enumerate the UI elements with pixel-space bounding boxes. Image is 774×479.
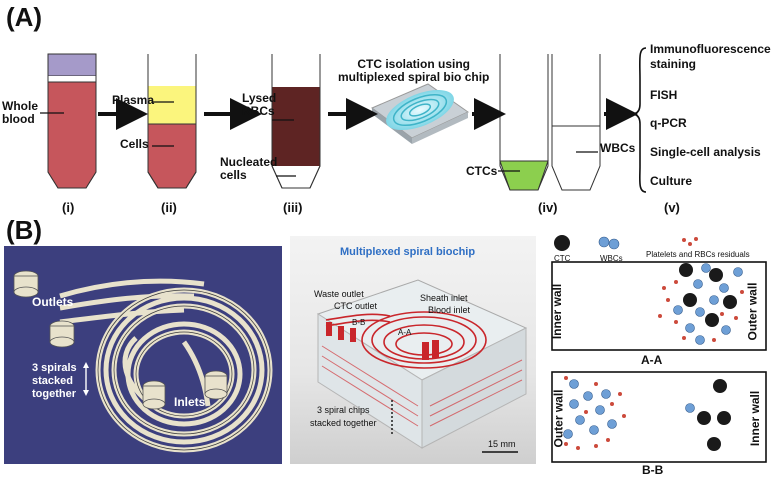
step-iii: (iii): [283, 200, 303, 215]
tube-ctcs: [499, 54, 549, 191]
panel-a-label: (A): [6, 2, 43, 32]
outlets-label: Outlets: [32, 295, 74, 309]
lysed-rbcs-label: Lysed RBCs: [242, 91, 277, 118]
legend-platelets: Platelets and RBCs residuals: [646, 250, 750, 259]
spiral-chip-icon: [371, 83, 469, 144]
step-iv: (iv): [538, 200, 558, 215]
bb-outer-wall: Outer wall: [551, 389, 566, 448]
wbcs-label: WBCs: [600, 141, 636, 155]
cad-spiral-drawing: [13, 270, 273, 453]
aa-section-mark: A-A: [398, 328, 412, 337]
analysis-immunofluorescence: Immunofluorescence staining: [650, 42, 771, 71]
sheath-inlet-label: Sheath inlet: [420, 293, 468, 303]
chip-photo-drawing: [316, 279, 528, 453]
step-i: (i): [62, 200, 75, 215]
plasma-label: Plasma: [112, 93, 155, 107]
bb-section-mark: B-B: [352, 318, 366, 327]
tube-lysed-rbcs: [271, 54, 321, 189]
chip-caption: CTC isolation using multiplexed spiral b…: [338, 57, 490, 84]
analysis-culture: Culture: [650, 174, 692, 188]
chip-photo-panel: Multiplexed spiral biochip Waste outlet …: [290, 236, 536, 464]
cad-spiral-panel: Outlets 3 spirals stacked together Inlet…: [4, 246, 282, 464]
step-ii: (ii): [161, 200, 177, 215]
ctc-outlet-label: CTC outlet: [334, 301, 378, 311]
whole-blood-label: Whole blood: [2, 99, 38, 126]
scale-bar-label: 15 mm: [488, 439, 516, 449]
tube-plasma-cells: [147, 54, 197, 189]
stacked-chips-label: 3 spiral chips stacked together: [310, 405, 377, 428]
panel-b-label: (B): [6, 215, 43, 245]
analysis-single-cell: Single-cell analysis: [650, 145, 761, 159]
nucleated-cells-label: Nucleated cells: [220, 155, 278, 182]
blood-inlet-label: Blood inlet: [428, 305, 471, 315]
three-spirals-label: 3 spirals stacked together: [32, 362, 77, 400]
analysis-qpcr: q-PCR: [650, 116, 687, 130]
bb-caption: B-B: [642, 463, 664, 477]
legend-wbcs: WBCs: [600, 254, 623, 263]
waste-outlet-label: Waste outlet: [314, 289, 364, 299]
tube-whole-blood: [47, 53, 97, 189]
analysis-fish: FISH: [650, 88, 678, 102]
aa-inner-wall: Inner wall: [550, 283, 565, 340]
inlets-label: Inlets: [174, 395, 206, 409]
cells-label: Cells: [120, 137, 149, 151]
step-v: (v): [664, 200, 680, 215]
bb-inner-wall: Inner wall: [748, 390, 763, 447]
aa-caption: A-A: [641, 353, 663, 367]
tube-wbcs: [551, 54, 601, 191]
ctcs-label: CTCs: [466, 164, 498, 178]
aa-outer-wall: Outer wall: [745, 282, 760, 341]
legend-ctc: CTC: [554, 254, 571, 263]
photo-title: Multiplexed spiral biochip: [340, 246, 476, 258]
